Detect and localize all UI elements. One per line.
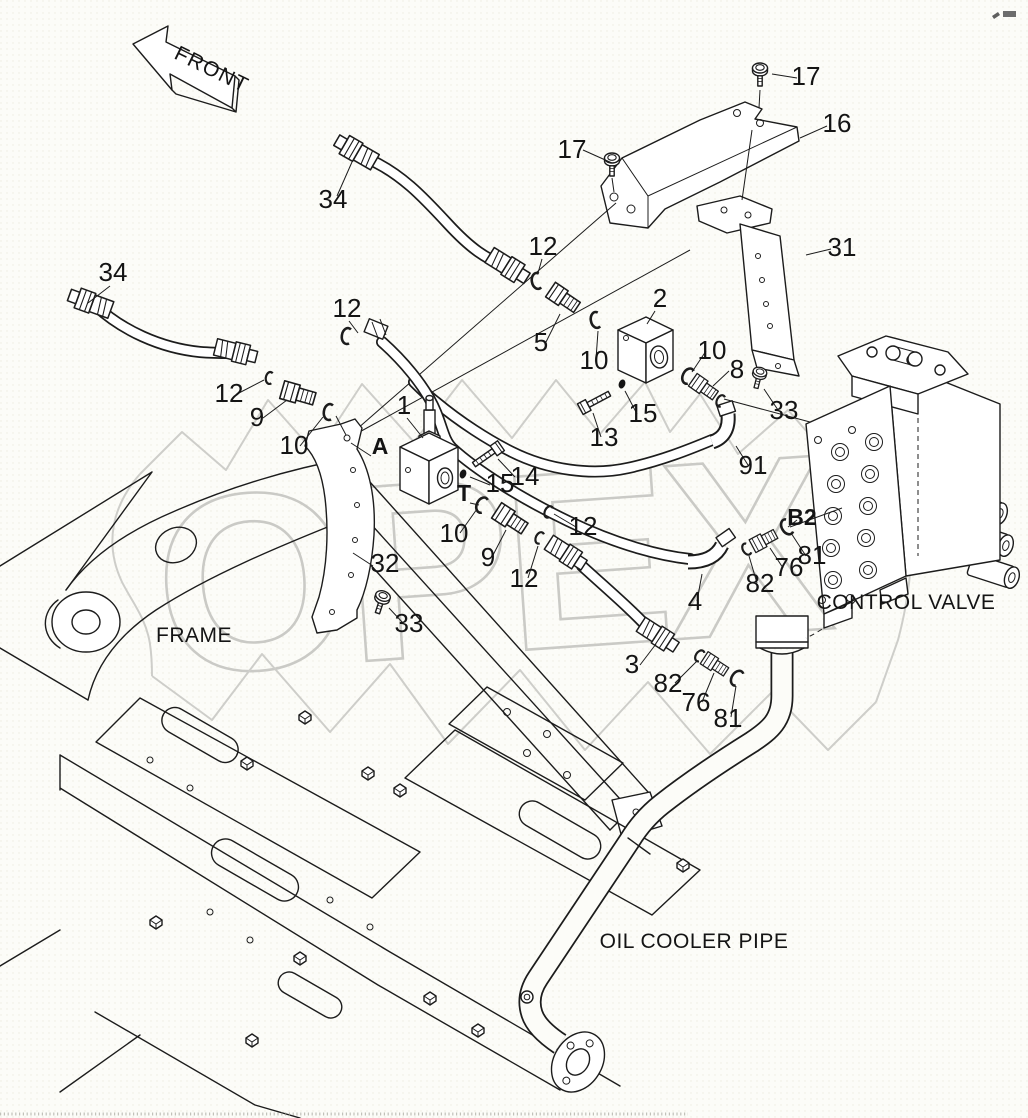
part-callouts: 17 17 16 31 34 34 12 5 2 10 10 8 33 13 1…	[99, 61, 857, 733]
part-callout: 10	[580, 345, 609, 375]
scan-artifact	[992, 11, 1016, 19]
part-callout: 9	[250, 402, 264, 432]
part-callout: 15	[629, 398, 658, 428]
part-callout: 12	[569, 511, 598, 541]
part-callout: 33	[395, 608, 424, 638]
leader-lines	[87, 73, 832, 718]
hose-4	[363, 318, 737, 570]
valve-block-1	[399, 394, 459, 505]
part-callout: 13	[590, 422, 619, 452]
frame-label: FRAME	[156, 624, 232, 647]
control-valve	[805, 335, 1021, 639]
part-callout: 14	[511, 461, 540, 491]
port-label-a: A	[372, 433, 389, 459]
part-callout: 12	[510, 563, 539, 593]
hose-34-left	[65, 284, 260, 368]
port-label-t: T	[457, 480, 471, 506]
part-callout: 82	[746, 568, 775, 598]
part-callout: 2	[653, 283, 667, 313]
part-callout: 12	[333, 293, 362, 323]
part-callout: 81	[798, 540, 827, 570]
bracket-16	[600, 89, 800, 229]
part-callout: 9	[481, 542, 495, 572]
hose-3	[542, 533, 683, 657]
part-callout: 17	[792, 61, 821, 91]
part-callout: 8	[730, 354, 744, 384]
bracket-32	[304, 418, 376, 634]
washer-15-left	[459, 469, 467, 479]
part-callout: 32	[371, 548, 400, 578]
part-callout: 76	[682, 687, 711, 717]
port-label-b2: B2	[787, 504, 816, 530]
oil-cooler-pipe	[518, 615, 809, 1093]
part-callout: 82	[654, 668, 683, 698]
bracket-31	[696, 195, 800, 377]
part-callout: 10	[698, 335, 727, 365]
part-callout: 34	[99, 257, 128, 287]
part-callout: 3	[625, 649, 639, 679]
hose-34-top	[330, 130, 534, 288]
control-valve-label: CONTROL VALVE	[817, 591, 996, 614]
block-2	[617, 316, 674, 384]
washer-15-right	[618, 379, 626, 389]
part-callout: 81	[714, 703, 743, 733]
part-callout: 17	[558, 134, 587, 164]
part-callout: 34	[319, 184, 348, 214]
part-callout: 5	[534, 327, 548, 357]
part-callout: 10	[280, 430, 309, 460]
part-callout: 33	[770, 395, 799, 425]
part-callout: 12	[529, 231, 558, 261]
part-callout: 10	[440, 518, 469, 548]
assembly-lines	[344, 129, 843, 528]
oil-cooler-pipe-label: OIL COOLER PIPE	[600, 930, 789, 953]
part-callout: 1	[397, 390, 411, 420]
part-callout: 16	[823, 108, 852, 138]
part-callout: 4	[688, 586, 702, 616]
part-callout: 31	[828, 232, 857, 262]
part-callout: 76	[775, 552, 804, 582]
part-callout: 91	[739, 450, 768, 480]
part-callout: 15	[486, 468, 515, 498]
part-callout: 12	[215, 378, 244, 408]
